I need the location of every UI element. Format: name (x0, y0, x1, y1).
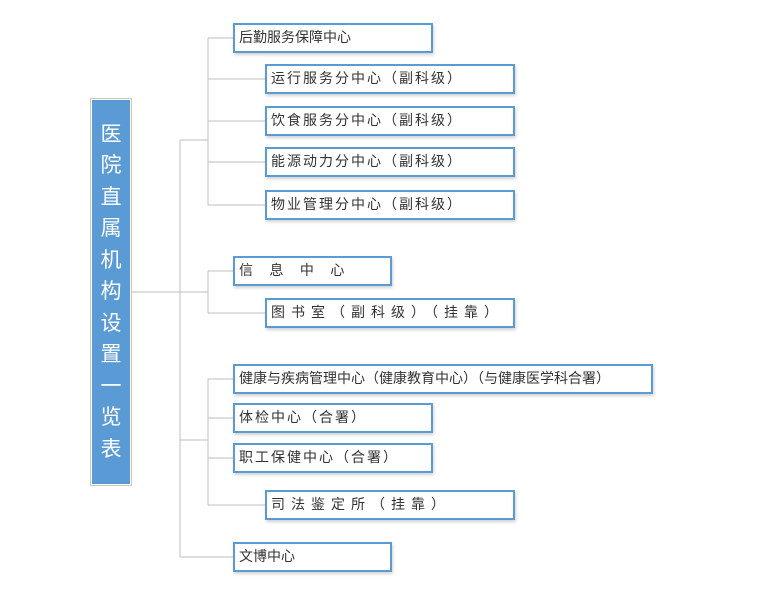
node-label: 后勤服务保障中心 (239, 30, 351, 46)
node-museum-center: 文博中心 (233, 542, 392, 572)
node-logistics-center: 后勤服务保障中心 (233, 23, 433, 53)
node-label: 信 息 中 心 (239, 263, 351, 279)
node-operations-subcenter: 运行服务分中心（副科级） (265, 64, 515, 94)
root-node: 医院直属机构设置一览表 (90, 98, 132, 486)
node-staff-healthcare-center: 职工保健中心（合署） (233, 443, 433, 473)
node-label: 物业管理分中心（副科级） (271, 197, 463, 213)
node-catering-subcenter: 饮食服务分中心（副科级） (265, 106, 515, 136)
node-label: 健康与疾病管理中心（健康教育中心）（与健康医学科合署） (239, 371, 610, 387)
node-physical-exam-center: 体检中心（合署） (233, 403, 433, 433)
node-label: 饮食服务分中心（副科级） (271, 113, 463, 129)
node-energy-subcenter: 能源动力分中心（副科级） (265, 147, 515, 177)
node-label: 职工保健中心（合署） (239, 450, 399, 466)
node-forensic-institute: 司法鉴定所（挂靠） (265, 490, 515, 520)
node-label: 司法鉴定所（挂靠） (271, 497, 451, 513)
root-label: 医院直属机构设置一览表 (100, 121, 122, 461)
node-label: 图书室（副科级）（挂靠） (271, 305, 504, 321)
node-label: 文博中心 (239, 549, 295, 565)
node-label: 运行服务分中心（副科级） (271, 71, 463, 87)
node-label: 能源动力分中心（副科级） (271, 154, 463, 170)
node-property-subcenter: 物业管理分中心（副科级） (265, 190, 515, 220)
node-health-management-center: 健康与疾病管理中心（健康教育中心）（与健康医学科合署） (233, 364, 653, 394)
node-library: 图书室（副科级）（挂靠） (265, 298, 515, 328)
node-information-center: 信 息 中 心 (233, 256, 392, 286)
node-label: 体检中心（合署） (239, 410, 367, 426)
